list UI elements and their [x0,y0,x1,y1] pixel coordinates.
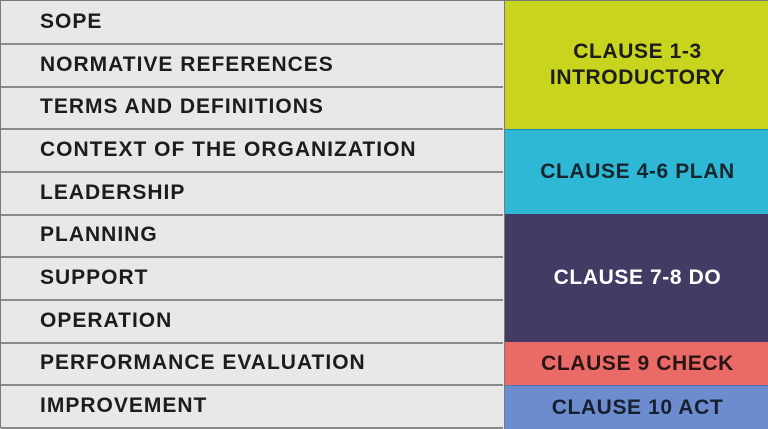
topic-label: SOPE [40,10,103,33]
clause-title: CLAUSE 9 CHECK [541,351,734,375]
topic-row-normative-references: NORMATIVE REFERENCES [1,44,503,88]
topic-row-performance-evaluation: PERFORMANCE EVALUATION [1,342,503,386]
clause-title: CLAUSE 1-3 [573,40,702,63]
topic-row-leadership: LEADERSHIP [1,172,503,216]
clause-title: CLAUSE 10 ACT [551,395,724,419]
topic-label: IMPROVEMENT [40,394,208,417]
topics-column: SOPE NORMATIVE REFERENCES TERMS AND DEFI… [1,1,503,429]
topic-label: SUPPORT [40,266,149,289]
topic-label: PERFORMANCE EVALUATION [40,351,366,374]
clause-block-plan: CLAUSE 4-6 PLAN [505,129,768,214]
topic-row-planning: PLANNING [1,214,503,258]
clauses-column: CLAUSE 1-3 INTRODUCTORY CLAUSE 4-6 PLAN … [504,1,768,429]
topic-label: TERMS AND DEFINITIONS [40,95,324,118]
topic-label: CONTEXT OF THE ORGANIZATION [40,138,417,161]
clause-block-act: CLAUSE 10 ACT [505,385,768,429]
clause-subtitle: INTRODUCTORY [549,66,726,89]
topic-row-operation: OPERATION [1,300,503,344]
topic-label: OPERATION [40,309,173,332]
clause-title: CLAUSE 4-6 PLAN [540,160,735,183]
clause-title: CLAUSE 7-8 DO [553,266,722,289]
clause-block-introductory: CLAUSE 1-3 INTRODUCTORY [505,1,768,129]
topic-label: PLANNING [40,223,158,246]
topic-row-terms-and-definitions: TERMS AND DEFINITIONS [1,86,503,130]
topic-row-context-of-organization: CONTEXT OF THE ORGANIZATION [1,129,503,173]
topic-row-improvement: IMPROVEMENT [1,385,503,429]
topic-label: LEADERSHIP [40,181,186,204]
topic-label: NORMATIVE REFERENCES [40,53,334,76]
clause-block-do: CLAUSE 7-8 DO [505,214,768,342]
topic-row-support: SUPPORT [1,257,503,301]
topic-row-scope: SOPE [1,1,503,45]
clause-block-check: CLAUSE 9 CHECK [505,342,768,385]
